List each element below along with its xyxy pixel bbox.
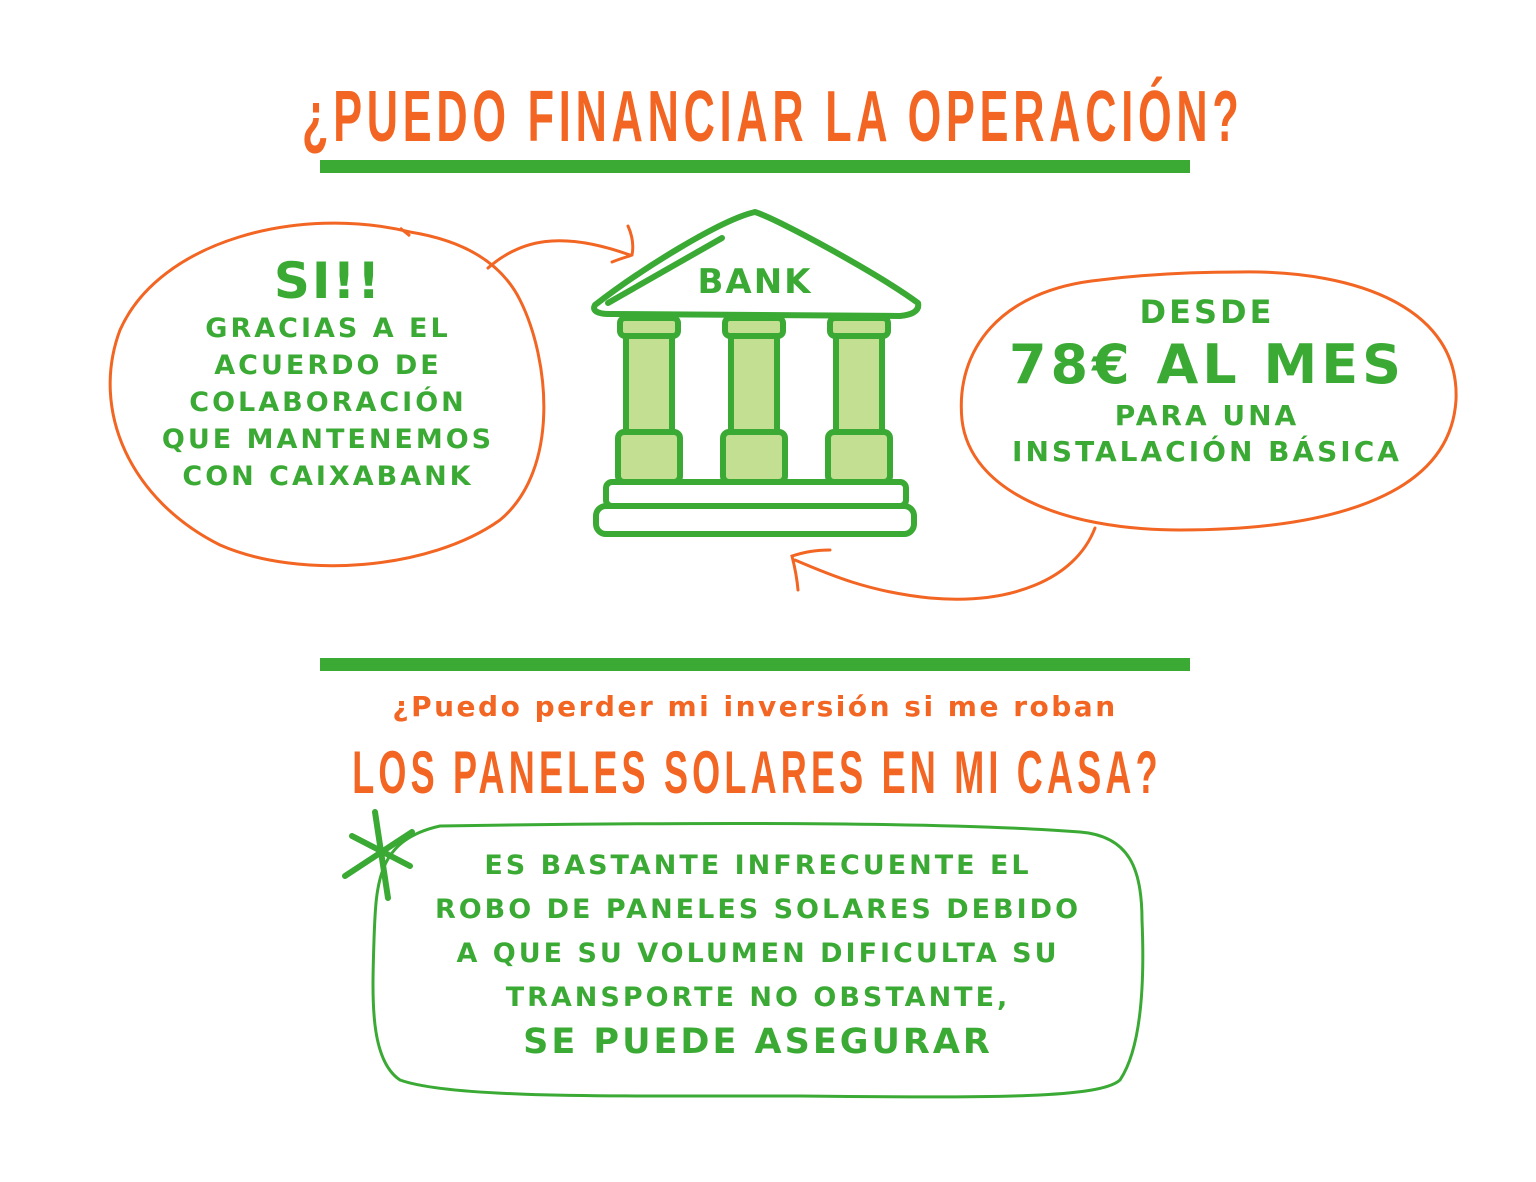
bubble-line: INSTALACIÓN BÁSICA bbox=[1012, 435, 1402, 468]
asterisk-icon bbox=[342, 809, 415, 901]
bubble-line: QUE MANTENEMOS bbox=[161, 424, 495, 455]
section-title: LOS PANELES SOLARES EN MI CASA? bbox=[352, 739, 1162, 806]
bubble-line: GRACIAS A EL bbox=[205, 313, 451, 344]
answer-line: TRANSPORTE NO OBSTANTE, bbox=[505, 982, 1011, 1013]
answer-line: ROBO DE PANELES SOLARES DEBIDO bbox=[434, 894, 1082, 925]
answer-box bbox=[371, 822, 1145, 1099]
right-bubble-text: DESDE 78€ AL MES PARA UNA INSTALACIÓN BÁ… bbox=[960, 292, 1454, 470]
arrow-to-bank-bottom-icon bbox=[790, 526, 1097, 601]
yes-headline: SI!! bbox=[273, 252, 383, 310]
bubble-line: CON CAIXABANK bbox=[182, 461, 474, 492]
divider-bar-middle bbox=[320, 658, 1190, 671]
bubble-line: PARA UNA bbox=[1114, 399, 1300, 432]
bank-icon bbox=[591, 209, 922, 537]
bank-label: BANK bbox=[697, 262, 813, 302]
bubble-line: ACUERDO DE bbox=[214, 350, 442, 381]
answer-emphasis: SE PUEDE ASEGURAR bbox=[523, 1022, 993, 1062]
desde-label: DESDE bbox=[1139, 293, 1275, 331]
answer-line: ES BASTANTE INFRECUENTE EL bbox=[484, 850, 1032, 881]
left-speech-bubble bbox=[108, 221, 546, 568]
page-title: ¿PUEDO FINANCIAR LA OPERACIÓN? bbox=[301, 77, 1244, 157]
theft-question: ¿Puedo perder mi inversión si me roban bbox=[392, 690, 1118, 723]
right-speech-bubble bbox=[959, 270, 1458, 532]
arrow-to-bank-icon bbox=[486, 224, 635, 270]
left-bubble-text: SI!! GRACIAS A EL ACUERDO DE COLABORACIÓ… bbox=[120, 252, 536, 495]
bubble-line: COLABORACIÓN bbox=[189, 387, 467, 418]
answer-text: ES BASTANTE INFRECUENTE EL ROBO DE PANEL… bbox=[380, 844, 1136, 1064]
answer-line: A QUE SU VOLUMEN DIFICULTA SU bbox=[456, 938, 1060, 969]
monthly-price: 78€ AL MES bbox=[1008, 333, 1406, 396]
divider-bar-top bbox=[320, 160, 1190, 173]
